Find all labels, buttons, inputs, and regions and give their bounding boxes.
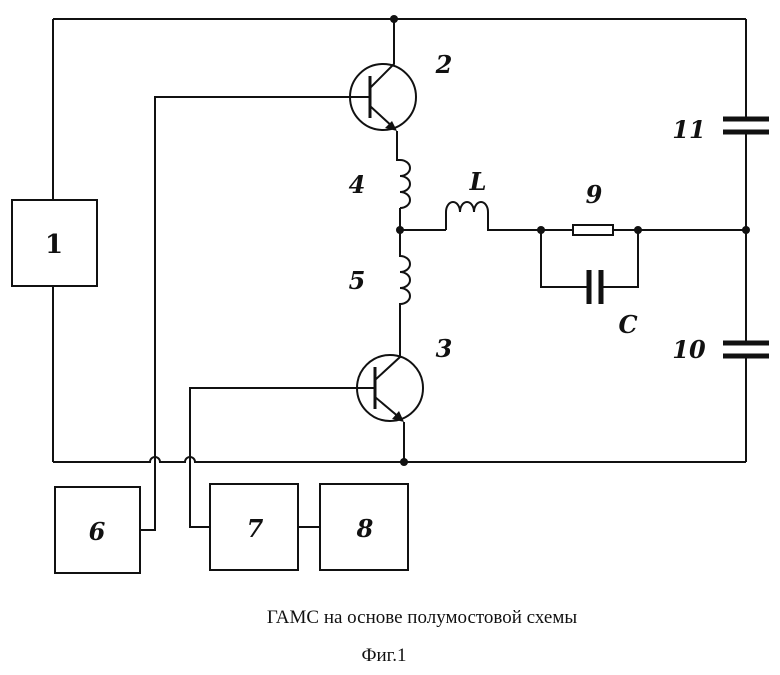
transistor-2 — [350, 19, 416, 131]
transistor-2-label: 2 — [435, 50, 453, 79]
bottom-rail-wire — [53, 457, 746, 462]
block-6-label: 6 — [89, 517, 106, 546]
capacitor-10-label: 10 — [672, 335, 706, 364]
base-wire-t3 — [190, 388, 375, 527]
emitter-wire-t2 — [397, 131, 400, 160]
caption-figure-number: Фиг.1 — [361, 645, 406, 666]
c-right-node — [634, 226, 642, 234]
caption-title: ГАМС на основе полумостовой схемы — [267, 607, 577, 628]
bottom-node — [400, 458, 408, 466]
top-node — [390, 15, 398, 23]
c-left-node — [537, 226, 545, 234]
inductor-4 — [400, 160, 410, 230]
inductor-L-label: L — [469, 167, 487, 196]
base-wire-t2 — [140, 97, 370, 530]
block-1-label: 1 — [45, 230, 63, 260]
inductor-L — [446, 202, 502, 230]
transistor-3 — [357, 340, 423, 462]
capacitor-C-label: C — [618, 310, 637, 339]
block-8-label: 8 — [356, 514, 374, 543]
right-node — [742, 226, 750, 234]
resistor-9-label: 9 — [586, 180, 603, 209]
transistor-3-label: 3 — [436, 334, 453, 363]
block-7-label: 7 — [247, 514, 264, 543]
resistor-9 — [573, 225, 613, 235]
inductor-5-label: 5 — [349, 266, 366, 295]
inductor-5 — [400, 230, 410, 340]
capacitor-11-label: 11 — [672, 115, 705, 144]
inductor-4-label: 4 — [349, 170, 366, 199]
